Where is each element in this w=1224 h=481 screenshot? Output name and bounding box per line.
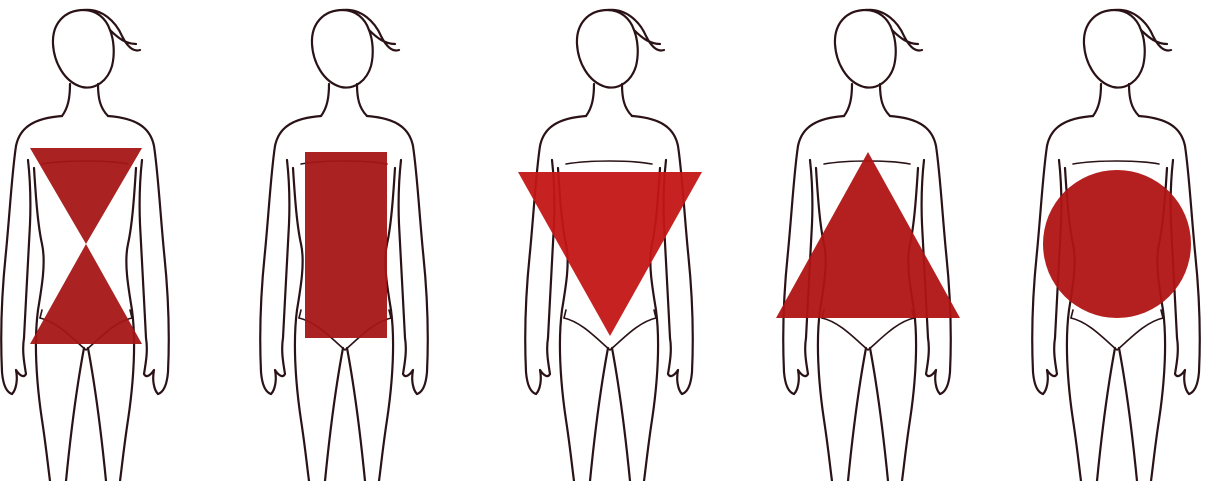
figure-inverted-triangle (518, 10, 702, 481)
figure-circle (1032, 10, 1200, 481)
rectangle-shape (305, 152, 387, 338)
hourglass-shape (30, 148, 142, 344)
figure-triangle (776, 10, 960, 481)
figure-rectangle (260, 10, 428, 481)
inverted-triangle-shape (518, 172, 702, 336)
circle-shape (1043, 170, 1191, 318)
figure-hourglass (1, 10, 169, 481)
triangle-shape (776, 152, 960, 318)
